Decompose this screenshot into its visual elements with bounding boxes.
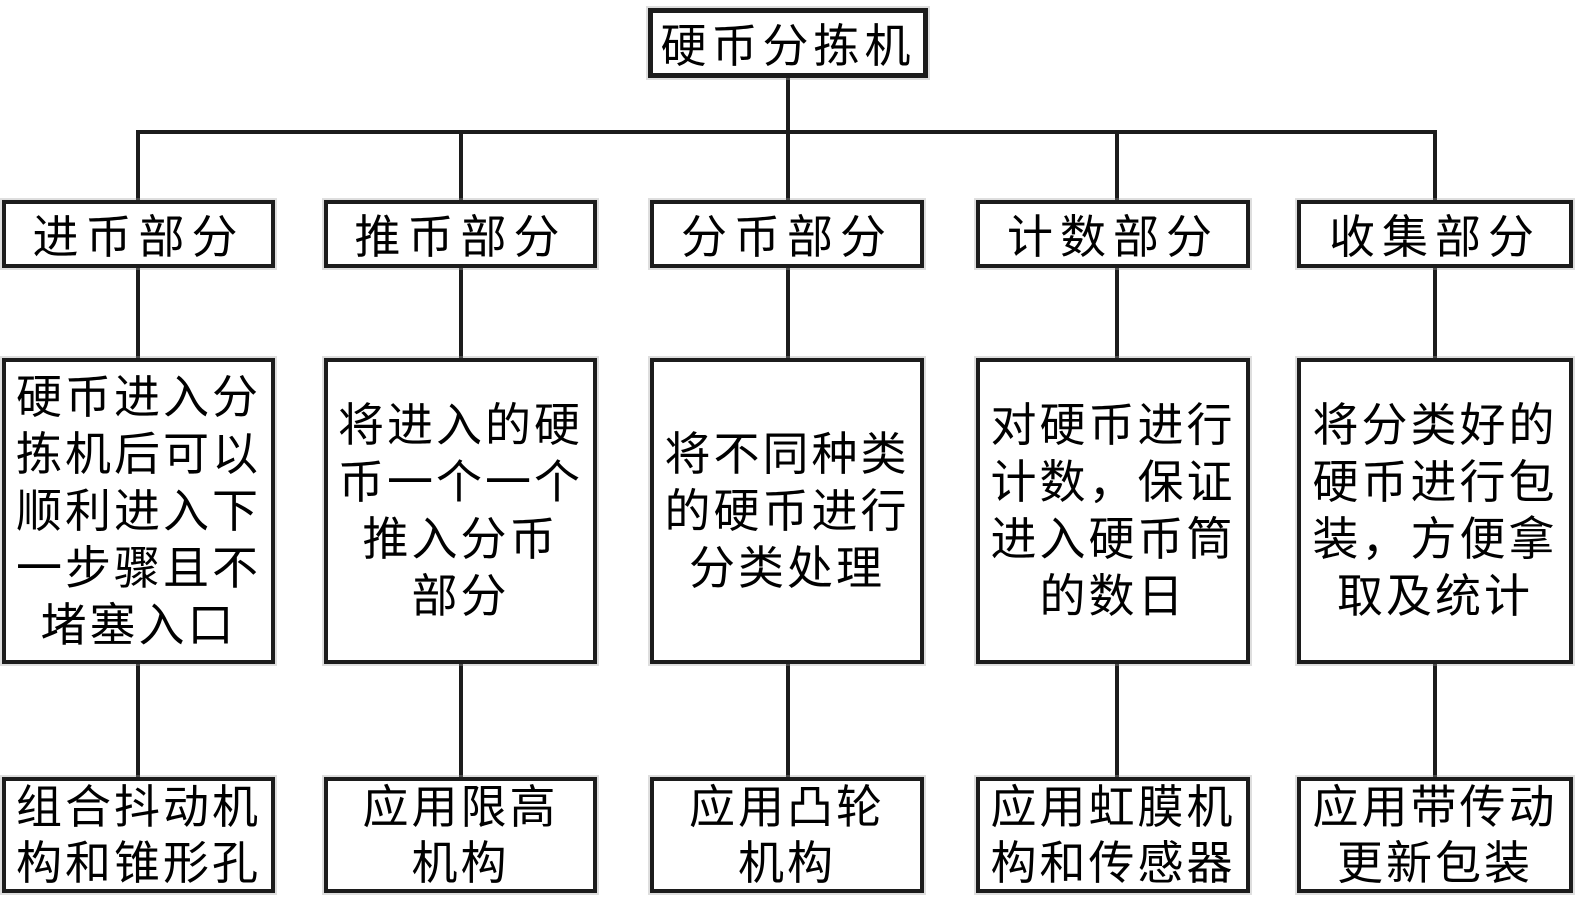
branch-node-coin-sort: 分币部分	[650, 200, 924, 268]
connector-stub-mid-2	[459, 265, 463, 361]
method-node-coin-collect: 应用带传动 更新包装	[1297, 777, 1573, 893]
root-node-label: 硬币分拣机	[660, 20, 916, 72]
branch-node-coin-count: 计数部分	[976, 200, 1250, 268]
method-text: 应用限高 机构	[362, 781, 559, 889]
connector-stub-low-5	[1433, 661, 1437, 780]
branch-node-coin-push: 推币部分	[324, 200, 597, 268]
description-node-coin-count: 对硬币进行 计数，保证 进入硬币筒 的数日	[976, 358, 1250, 664]
method-text: 应用虹膜机 构和传感器	[990, 781, 1236, 889]
description-text: 对硬币进行 计数，保证 进入硬币筒 的数日	[990, 399, 1236, 622]
branch-node-coin-feed: 进币部分	[2, 200, 275, 268]
connector-stub-top-2	[459, 130, 463, 203]
description-text: 将分类好的 硬币进行包 装，方便拿 取及统计	[1312, 399, 1558, 622]
connector-stub-top-1	[136, 130, 140, 203]
method-node-coin-push: 应用限高 机构	[324, 777, 597, 893]
method-node-coin-sort: 应用凸轮 机构	[650, 777, 924, 893]
connector-stub-mid-4	[1115, 265, 1119, 361]
connector-stub-mid-3	[786, 265, 790, 361]
description-node-coin-push: 将进入的硬 币一个一个 推入分币 部分	[324, 358, 597, 664]
root-node: 硬币分拣机	[648, 8, 928, 78]
description-text: 将不同种类 的硬币进行 分类处理	[664, 427, 910, 594]
method-node-coin-feed: 组合抖动机 构和锥形孔	[2, 777, 275, 893]
connector-stub-top-3	[786, 130, 790, 203]
method-text: 组合抖动机 构和锥形孔	[16, 781, 261, 889]
description-text: 硬币进入分 拣机后可以 顺利进入下 一步骤且不 堵塞入口	[16, 370, 261, 651]
branch-label: 收集部分	[1329, 211, 1541, 263]
connector-stub-top-4	[1115, 130, 1119, 203]
branch-label: 计数部分	[1007, 211, 1219, 263]
description-node-coin-sort: 将不同种类 的硬币进行 分类处理	[650, 358, 924, 664]
connector-stub-low-1	[136, 661, 140, 780]
branch-label: 推币部分	[354, 211, 567, 263]
branch-label: 分币部分	[681, 211, 893, 263]
connector-stub-mid-5	[1433, 265, 1437, 361]
branch-label: 进币部分	[32, 211, 245, 263]
method-node-coin-count: 应用虹膜机 构和传感器	[976, 777, 1250, 893]
connector-stub-mid-1	[136, 265, 140, 361]
description-text: 将进入的硬 币一个一个 推入分币 部分	[338, 399, 583, 622]
branch-node-coin-collect: 收集部分	[1297, 200, 1573, 268]
description-node-coin-collect: 将分类好的 硬币进行包 装，方便拿 取及统计	[1297, 358, 1573, 664]
method-text: 应用凸轮 机构	[689, 781, 885, 889]
connector-trunk-root	[786, 75, 790, 133]
connector-stub-low-3	[786, 661, 790, 780]
method-text: 应用带传动 更新包装	[1312, 781, 1558, 889]
description-node-coin-feed: 硬币进入分 拣机后可以 顺利进入下 一步骤且不 堵塞入口	[2, 358, 275, 664]
connector-stub-low-2	[459, 661, 463, 780]
connector-stub-low-4	[1115, 661, 1119, 780]
connector-stub-top-5	[1433, 130, 1437, 203]
